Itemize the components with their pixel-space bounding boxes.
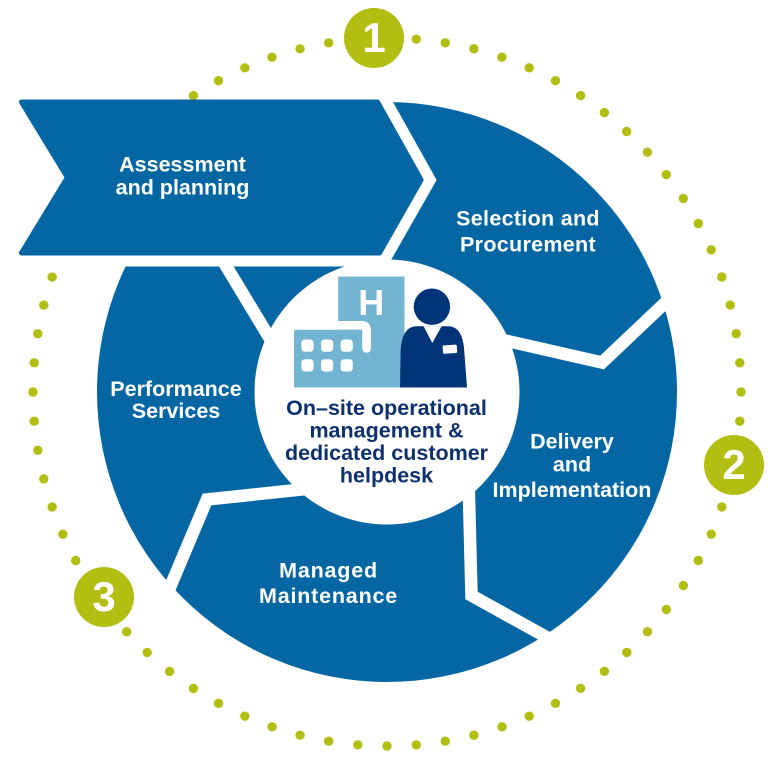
svg-text:On–site operational: On–site operational bbox=[286, 396, 487, 420]
svg-text:Performance: Performance bbox=[110, 377, 241, 401]
svg-text:management &: management & bbox=[309, 419, 463, 443]
svg-text:Delivery: Delivery bbox=[530, 430, 614, 454]
svg-text:Procurement: Procurement bbox=[460, 233, 596, 257]
svg-text:Selection and: Selection and bbox=[456, 207, 600, 231]
svg-text:2: 2 bbox=[722, 441, 745, 488]
svg-text:and: and bbox=[553, 453, 591, 477]
svg-text:Maintenance: Maintenance bbox=[259, 584, 398, 608]
svg-text:Assessment: Assessment bbox=[119, 153, 246, 177]
svg-text:and planning: and planning bbox=[116, 176, 250, 200]
svg-text:Implementation: Implementation bbox=[493, 478, 652, 502]
svg-text:3: 3 bbox=[92, 573, 115, 620]
svg-text:Services: Services bbox=[132, 399, 221, 423]
svg-text:helpdesk: helpdesk bbox=[340, 464, 433, 488]
svg-text:Managed: Managed bbox=[279, 559, 378, 583]
svg-text:H: H bbox=[358, 282, 384, 323]
svg-text:dedicated customer: dedicated customer bbox=[285, 441, 489, 465]
svg-text:1: 1 bbox=[362, 14, 385, 61]
